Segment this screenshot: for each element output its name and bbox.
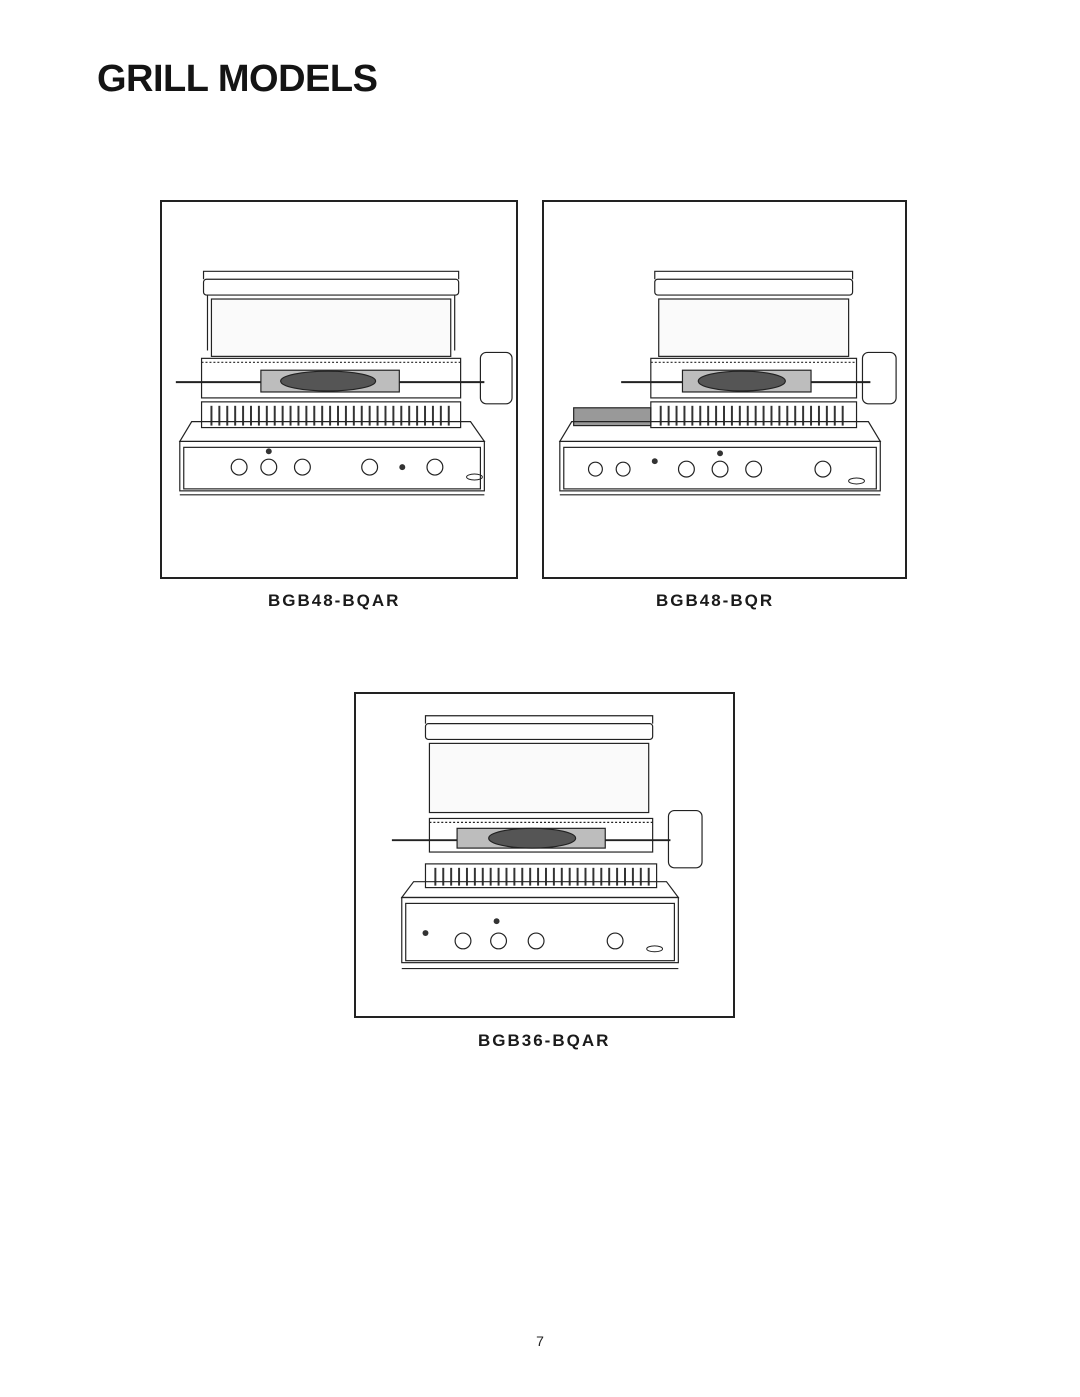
page-title: GRILL MODELS: [97, 58, 378, 100]
grill-illustration-bgb48-bqar: [160, 200, 518, 579]
grill-drawing: [558, 270, 897, 496]
grill-drawing: [175, 270, 513, 496]
model-caption-bgb48-bqar: BGB48-BQAR: [268, 591, 401, 610]
grill-drawing: [391, 715, 703, 970]
grill-illustration-bgb36-bqar: [354, 692, 735, 1018]
model-caption-bgb48-bqr: BGB48-BQR: [656, 591, 775, 610]
model-caption-bgb36-bqar: BGB36-BQAR: [478, 1031, 611, 1050]
page-number: 7: [536, 1333, 544, 1349]
grill-illustration-bgb48-bqr: [542, 200, 907, 579]
